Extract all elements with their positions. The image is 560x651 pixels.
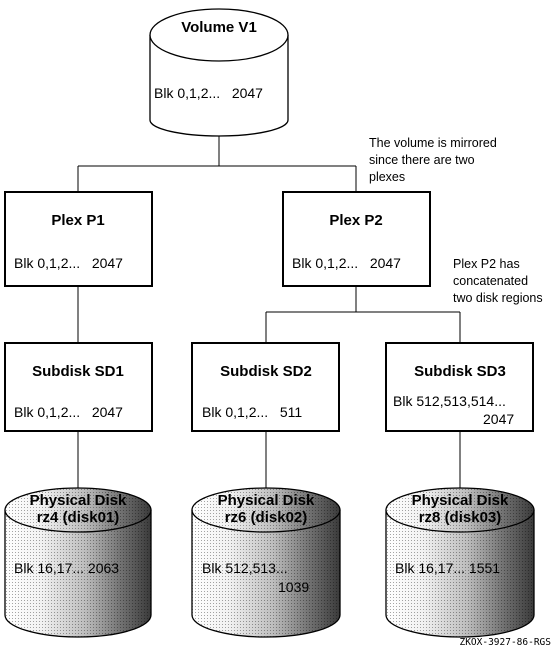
subdisk-sd1-blocks: Blk 0,1,2... 2047 xyxy=(14,404,123,420)
connector-lines xyxy=(77,133,461,490)
note-mirrored-line-1: The volume is mirrored xyxy=(369,136,497,150)
disk-rz8-blocks: Blk 16,17... 1551 xyxy=(395,560,500,576)
note-concat-line-2: concatenated xyxy=(453,274,528,288)
plex-p1-title: Plex P1 xyxy=(51,212,104,229)
plex-p2-title: Plex P2 xyxy=(329,212,382,229)
disk-rz6-blocks-end: 1039 xyxy=(278,579,309,595)
note-concat-line-1: Plex P2 has xyxy=(453,257,520,271)
plex-p1-box: Plex P1 Blk 0,1,2... 2047 xyxy=(4,191,153,287)
subdisk-sd3-blocks-end: 2047 xyxy=(483,411,514,427)
subdisk-sd1-title: Subdisk SD1 xyxy=(32,363,124,380)
disk-rz8-line-2: rz8 (disk03) xyxy=(419,509,502,526)
note-mirrored-line-3: plexes xyxy=(369,170,405,184)
physical-disk-rz8-cylinder: Physical Disk rz8 (disk03) Blk 16,17... … xyxy=(385,487,535,638)
subdisk-sd3-blocks: Blk 512,513,514... xyxy=(393,393,506,409)
disk-rz4-line-2: rz4 (disk01) xyxy=(37,509,120,526)
volume-v1-cylinder: Volume V1 Blk 0,1,2... 2047 xyxy=(149,8,289,137)
disk-rz4-blocks: Blk 16,17... 2063 xyxy=(14,560,119,576)
subdisk-sd3-title: Subdisk SD3 xyxy=(414,363,506,380)
disk-rz6-blocks: Blk 512,513... xyxy=(202,560,288,576)
note-concat-line-3: two disk regions xyxy=(453,291,543,305)
disk-rz6-line-1: Physical Disk xyxy=(218,492,315,509)
disk-rz8-line-1: Physical Disk xyxy=(412,492,509,509)
volume-title: Volume V1 xyxy=(181,19,257,36)
subdisk-sd2-blocks: Blk 0,1,2... 511 xyxy=(202,404,302,420)
disk-rz6-line-2: rz6 (disk02) xyxy=(225,509,308,526)
plex-p2-box: Plex P2 Blk 0,1,2... 2047 xyxy=(282,191,431,287)
physical-disk-rz4-cylinder: Physical Disk rz4 (disk01) Blk 16,17... … xyxy=(4,487,152,638)
plex-p1-blocks: Blk 0,1,2... 2047 xyxy=(14,255,123,271)
figure-label: ZKOX-3927-86-RGS xyxy=(459,637,551,648)
note-mirrored: The volume is mirrored since there are t… xyxy=(369,136,497,184)
volume-blocks: Blk 0,1,2... 2047 xyxy=(154,85,263,101)
subdisk-sd1-box: Subdisk SD1 Blk 0,1,2... 2047 xyxy=(4,342,153,432)
note-mirrored-line-2: since there are two xyxy=(369,153,475,167)
physical-disk-rz6-cylinder: Physical Disk rz6 (disk02) Blk 512,513..… xyxy=(191,487,341,638)
plex-p2-blocks: Blk 0,1,2... 2047 xyxy=(292,255,401,271)
subdisk-sd2-box: Subdisk SD2 Blk 0,1,2... 511 xyxy=(191,342,340,432)
disk-rz4-line-1: Physical Disk xyxy=(30,492,127,509)
subdisk-sd2-title: Subdisk SD2 xyxy=(220,363,312,380)
subdisk-sd3-box: Subdisk SD3 Blk 512,513,514... 2047 xyxy=(385,342,534,432)
note-concatenated: Plex P2 has concatenated two disk region… xyxy=(453,257,543,305)
